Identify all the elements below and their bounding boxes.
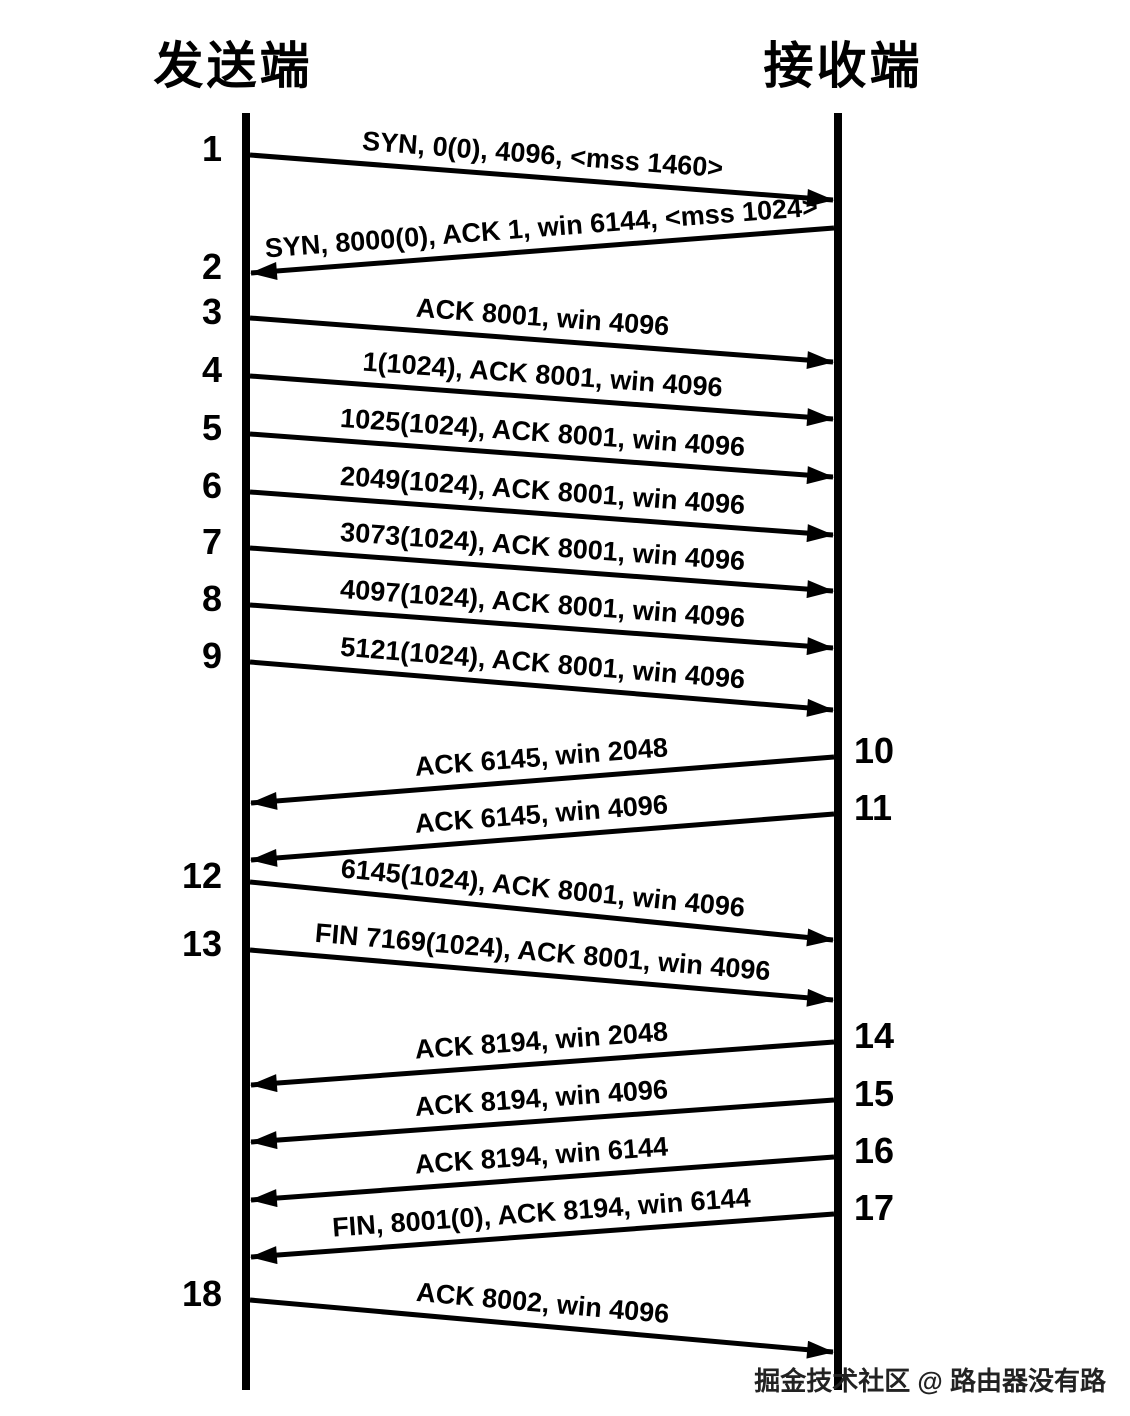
message-arrow [249,602,835,656]
message-arrow [249,431,835,485]
message-number: 8 [202,578,222,619]
watermark: 掘金技术社区 @ 路由器没有路 [754,1366,1106,1396]
message-arrow [249,545,835,599]
message-number: 13 [182,923,222,964]
message-arrow [249,315,835,370]
message-arrow [249,1154,835,1208]
message-number: 15 [854,1073,894,1114]
message-arrow [249,811,835,867]
message-number: 5 [202,407,222,448]
message-number: 16 [854,1130,894,1171]
message-arrow [249,947,835,1007]
message-2: SYN, 8000(0), ACK 1, win 6144, <mss 1024… [202,192,835,287]
message-arrow [249,225,835,280]
message-number: 1 [202,128,222,169]
message-arrow [249,373,835,427]
message-number: 10 [854,730,894,771]
message-arrow [249,879,835,947]
message-arrow [249,489,835,543]
message-arrow [249,1097,835,1150]
message-arrow [249,1211,835,1265]
message-arrow [249,659,835,717]
receiver-title: 接收端 [763,38,923,94]
message-number: 18 [182,1273,222,1314]
message-number: 7 [202,521,222,562]
message-number: 17 [854,1187,894,1228]
message-arrow [249,754,835,810]
message-18: ACK 8002, win 4096 18 [182,1273,835,1359]
message-arrow [249,1297,835,1359]
message-label: ACK 8002, win 4096 [415,1277,670,1329]
message-arrow [249,1039,835,1093]
sender-title: 发送端 [153,38,313,94]
message-arrow [249,152,835,207]
message-number: 6 [202,465,222,506]
message-number: 4 [202,349,222,390]
message-number: 3 [202,291,222,332]
message-number: 12 [182,855,222,896]
message-number: 11 [854,787,892,828]
message-number: 9 [202,635,222,676]
message-4: 1(1024), ACK 8001, win 4096 4 [202,347,835,427]
message-1: SYN, 0(0), 4096, <mss 1460> 1 [202,126,835,207]
message-label: SYN, 0(0), 4096, <mss 1460> [361,126,724,183]
message-number: 14 [854,1015,894,1056]
message-label: 1(1024), ACK 8001, win 4096 [362,347,724,403]
message-number: 2 [202,246,222,287]
